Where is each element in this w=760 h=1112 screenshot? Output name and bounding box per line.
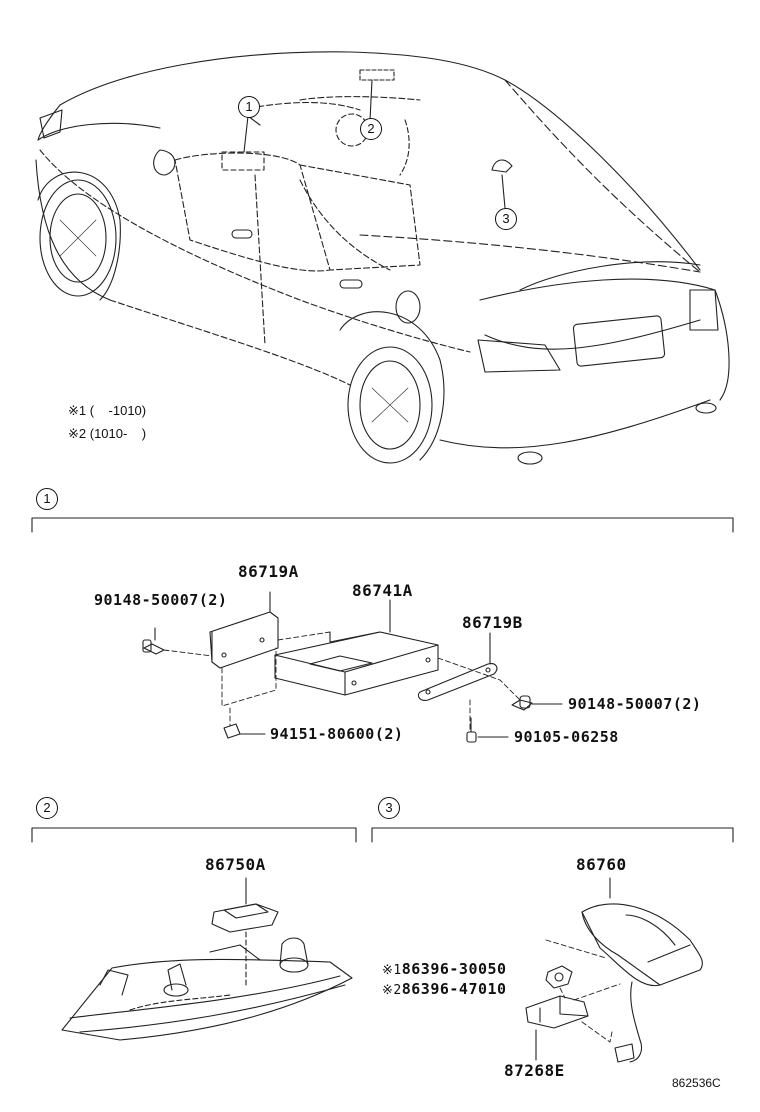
part-87268E: 87268E bbox=[504, 1061, 565, 1080]
part-alt-1-mark: ※1 bbox=[382, 963, 402, 978]
part-bolt-left: 90148-50007(2) bbox=[94, 591, 228, 609]
part-screw: 90105-06258 bbox=[514, 728, 619, 746]
note-1-text: ( -1010) bbox=[89, 403, 147, 418]
note-2: ※2 (1010- ) bbox=[68, 426, 146, 442]
part-86750A: 86750A bbox=[205, 855, 266, 874]
callout-2: 2 bbox=[360, 118, 382, 140]
note-2-text: (1010- ) bbox=[89, 426, 147, 441]
section-2-parts bbox=[61, 877, 353, 1041]
section-3-number: 3 bbox=[378, 797, 400, 819]
note-1-mark: ※1 bbox=[68, 403, 87, 418]
part-86760: 86760 bbox=[576, 855, 627, 874]
part-86741A: 86741A bbox=[352, 581, 413, 600]
section-3-frame bbox=[371, 827, 734, 843]
section-1-parts bbox=[142, 591, 563, 743]
note-2-mark: ※2 bbox=[68, 426, 87, 441]
part-bolt-right: 90148-50007(2) bbox=[568, 695, 702, 713]
section-2-number: 2 bbox=[36, 797, 58, 819]
part-alt-2-number: 86396-47010 bbox=[401, 980, 507, 998]
section-1-frame bbox=[31, 517, 734, 533]
section-2-frame bbox=[31, 827, 357, 843]
part-alt-1-number: 86396-30050 bbox=[401, 960, 507, 978]
part-clip: 94151-80600(2) bbox=[270, 725, 404, 743]
part-86719B: 86719B bbox=[462, 613, 523, 632]
part-86719A: 86719A bbox=[238, 562, 299, 581]
section-3-parts bbox=[525, 877, 703, 1063]
part-alt-2-mark: ※2 bbox=[382, 983, 402, 998]
callout-1: 1 bbox=[238, 96, 260, 118]
part-alt-2: ※286396-47010 bbox=[382, 980, 507, 1000]
figure-code: 862536C bbox=[672, 1076, 721, 1090]
callout-3: 3 bbox=[495, 208, 517, 230]
part-alt-1: ※186396-30050 bbox=[382, 960, 507, 980]
car-illustration bbox=[35, 51, 730, 465]
note-1: ※1 ( -1010) bbox=[68, 403, 146, 419]
section-1-number: 1 bbox=[36, 488, 58, 510]
